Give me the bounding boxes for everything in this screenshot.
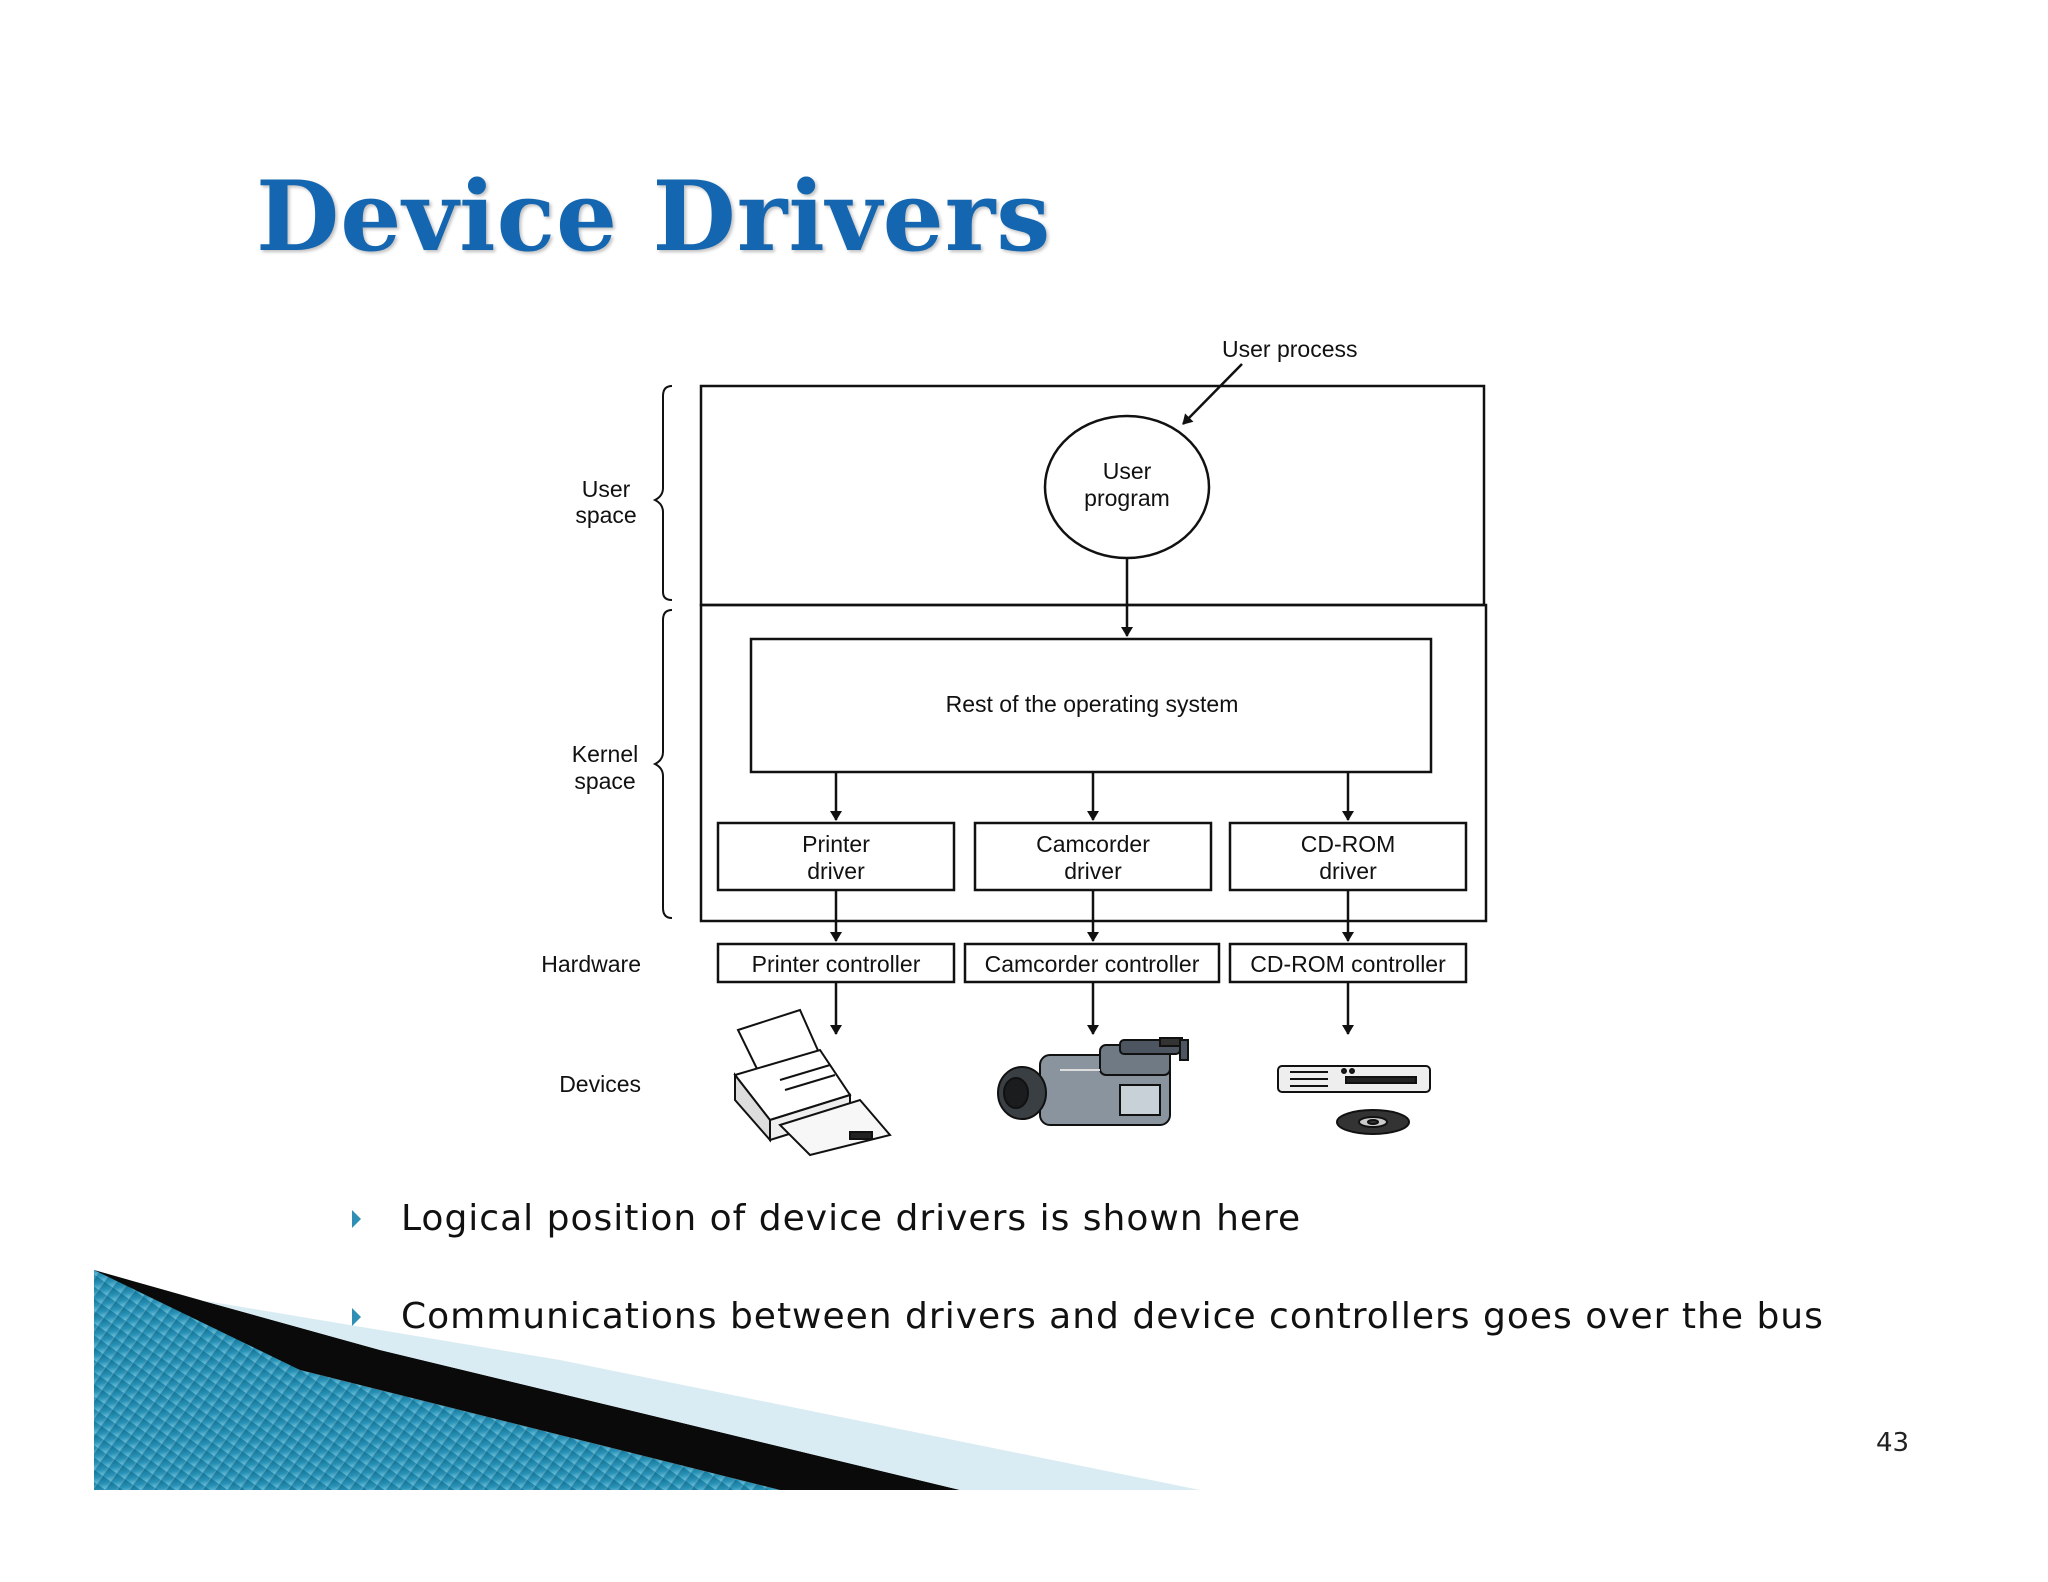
kernel-space-brace bbox=[652, 609, 673, 919]
cdrom-driver-label-line1: CD-ROM bbox=[1301, 831, 1396, 857]
user-space-brace bbox=[652, 385, 673, 601]
camcorder-icon bbox=[997, 1037, 1189, 1126]
cdrom-controller-box bbox=[1228, 942, 1468, 984]
camcorder-driver-box bbox=[973, 821, 1213, 892]
kernel-space-label-line2: space bbox=[574, 768, 635, 794]
bullet-arrow-icon bbox=[352, 1209, 361, 1228]
camcorder-controller-label: Camcorder controller bbox=[985, 951, 1200, 977]
slide-title: Device Drivers bbox=[256, 160, 1052, 273]
camcorder-driver-label-line1: Camcorder bbox=[1036, 831, 1150, 857]
printer-driver-label-line1: Printer bbox=[802, 831, 870, 857]
cdrom-driver-box bbox=[1228, 821, 1468, 892]
printer-icon bbox=[733, 1008, 892, 1157]
user-process-label: User process bbox=[1222, 336, 1357, 362]
user-program-label-line2: program bbox=[1084, 485, 1170, 511]
bullet-text: Logical position of device drivers is sh… bbox=[401, 1198, 1302, 1239]
camcorder-driver-label-line2: driver bbox=[1064, 858, 1122, 884]
rest-of-os-box bbox=[749, 637, 1433, 774]
bullet-item: Logical position of device drivers is sh… bbox=[352, 1198, 1301, 1239]
rest-of-os-label: Rest of the operating system bbox=[946, 691, 1239, 717]
bullet-item: Communications between drivers and devic… bbox=[352, 1296, 1824, 1337]
kernel-space-label-line1: Kernel bbox=[572, 741, 638, 767]
cdrom-driver-label-line2: driver bbox=[1319, 858, 1377, 884]
user-process-arrow bbox=[1182, 363, 1243, 425]
hardware-label: Hardware bbox=[541, 951, 641, 977]
cdrom-controller-label: CD-ROM controller bbox=[1250, 951, 1446, 977]
devices-label: Devices bbox=[559, 1071, 641, 1097]
printer-controller-label: Printer controller bbox=[752, 951, 921, 977]
bullet-arrow-icon bbox=[352, 1307, 361, 1326]
user-space-label-line1: User bbox=[582, 476, 631, 502]
page-number: 43 bbox=[1876, 1428, 1910, 1458]
cdrom-drive-icon bbox=[1277, 1065, 1431, 1135]
printer-driver-label-line2: driver bbox=[807, 858, 865, 884]
camcorder-controller-box bbox=[963, 942, 1221, 984]
user-space-label-line2: space bbox=[575, 502, 636, 528]
printer-driver-box bbox=[716, 821, 956, 892]
bullet-text: Communications between drivers and devic… bbox=[401, 1296, 1824, 1337]
printer-controller-box bbox=[716, 942, 956, 984]
user-program-label-line1: User bbox=[1103, 458, 1152, 484]
